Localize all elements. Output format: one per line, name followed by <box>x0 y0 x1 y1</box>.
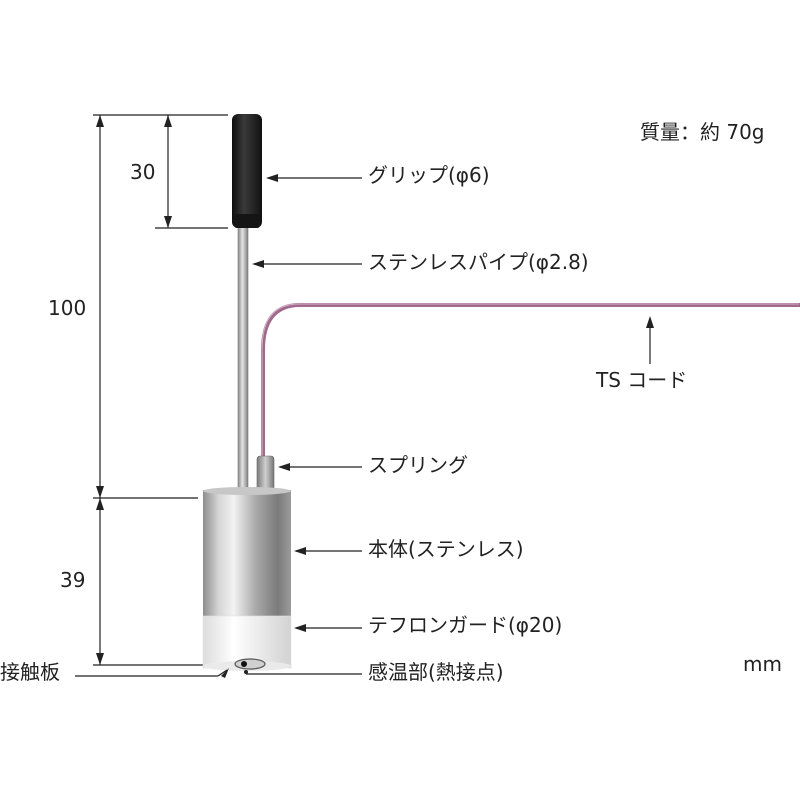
callout-sensor: 感温部(熱接点) <box>368 660 504 684</box>
stainless-pipe <box>237 225 249 495</box>
contact-plate <box>234 658 266 670</box>
callout-grip: グリップ(φ6) <box>368 163 490 187</box>
callout-guard: テフロンガード(φ20) <box>368 613 563 637</box>
callout-body: 本体(ステンレス) <box>368 537 524 561</box>
leader-lines <box>75 177 651 677</box>
leader-contact-plate-tip <box>217 669 228 677</box>
callout-cord: TS コード <box>596 368 688 392</box>
callout-contact-plate: 接触板 <box>0 660 60 684</box>
ts-cord <box>261 303 800 462</box>
dimension-lines <box>93 114 228 666</box>
dim-label-30: 30 <box>130 160 156 184</box>
dim-label-39: 39 <box>60 568 86 592</box>
unit-label: mm <box>743 652 782 676</box>
dim-label-100: 100 <box>48 296 87 320</box>
stainless-body <box>203 490 291 618</box>
grip <box>232 114 262 228</box>
weight-label: 質量：約 70g <box>640 120 765 144</box>
callout-pipe: ステンレスパイプ(φ2.8) <box>368 250 589 274</box>
sensor-point <box>241 661 247 667</box>
leader-arrowheads <box>221 174 654 678</box>
callout-spring: スプリング <box>368 453 468 477</box>
dimension-arrowheads <box>96 115 172 665</box>
